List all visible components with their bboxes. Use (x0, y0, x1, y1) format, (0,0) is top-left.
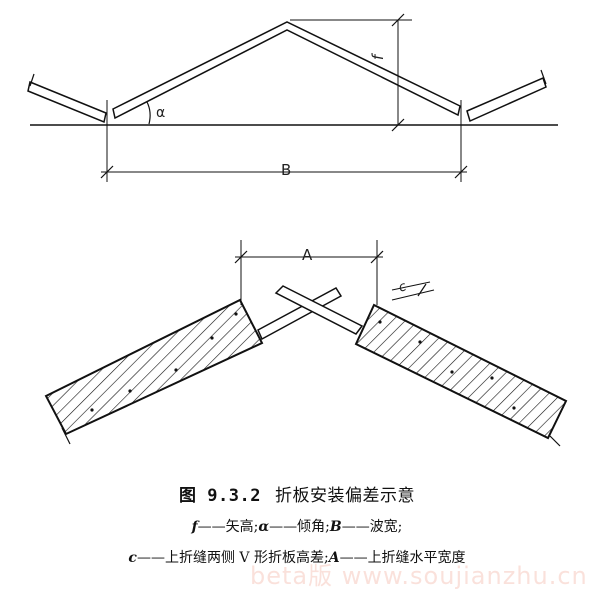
right-thin-plate (274, 285, 364, 335)
legend-text-a: ——上折缝水平宽度 (339, 550, 466, 566)
height-dimension-c (391, 281, 435, 301)
figure-number: 图 9.3.2 (179, 486, 261, 506)
legend-text-c: ——上折缝两侧 V 形折板高差; (136, 550, 329, 566)
right-concrete-block (354, 303, 568, 447)
left-plate-break (29, 73, 35, 87)
legend-sym-alpha: α (258, 519, 270, 535)
height-dimension-f (290, 13, 412, 132)
label-a: A (302, 246, 313, 264)
left-concrete-block (44, 298, 264, 445)
width-dimension-b (100, 100, 468, 182)
legend-sym-c: c (128, 550, 137, 566)
alpha-arc (146, 101, 151, 125)
right-plate-top (466, 76, 547, 123)
figure-title-text: 折板安装偏差示意 (274, 486, 415, 506)
label-alpha: α (156, 105, 166, 121)
legend-sym-a: A (328, 550, 340, 566)
legend-line-1: f——矢高;α——倾角;B——波宽; (0, 520, 594, 534)
width-dimension-a (234, 240, 384, 305)
top-elevation (27, 13, 558, 182)
right-plate-break (540, 69, 547, 85)
legend-sym-f: f (191, 519, 198, 535)
label-b: B (281, 161, 292, 179)
bottom-detail (44, 240, 568, 447)
left-plate-top (27, 80, 107, 124)
label-f: f (369, 54, 388, 61)
folded-plate-diagram (27, 13, 568, 447)
legend-text-b: ——波宽; (341, 519, 403, 535)
legend-line-2: c——上折缝两侧 V 形折板高差;A——上折缝水平宽度 (0, 551, 594, 565)
figure-title: 图 9.3.2 折板安装偏差示意 (0, 488, 594, 505)
legend-text-alpha: ——倾角; (269, 519, 330, 535)
legend-sym-b: B (329, 519, 342, 535)
legend-text-f: ——矢高; (197, 519, 259, 535)
center-v-plate (112, 21, 461, 120)
